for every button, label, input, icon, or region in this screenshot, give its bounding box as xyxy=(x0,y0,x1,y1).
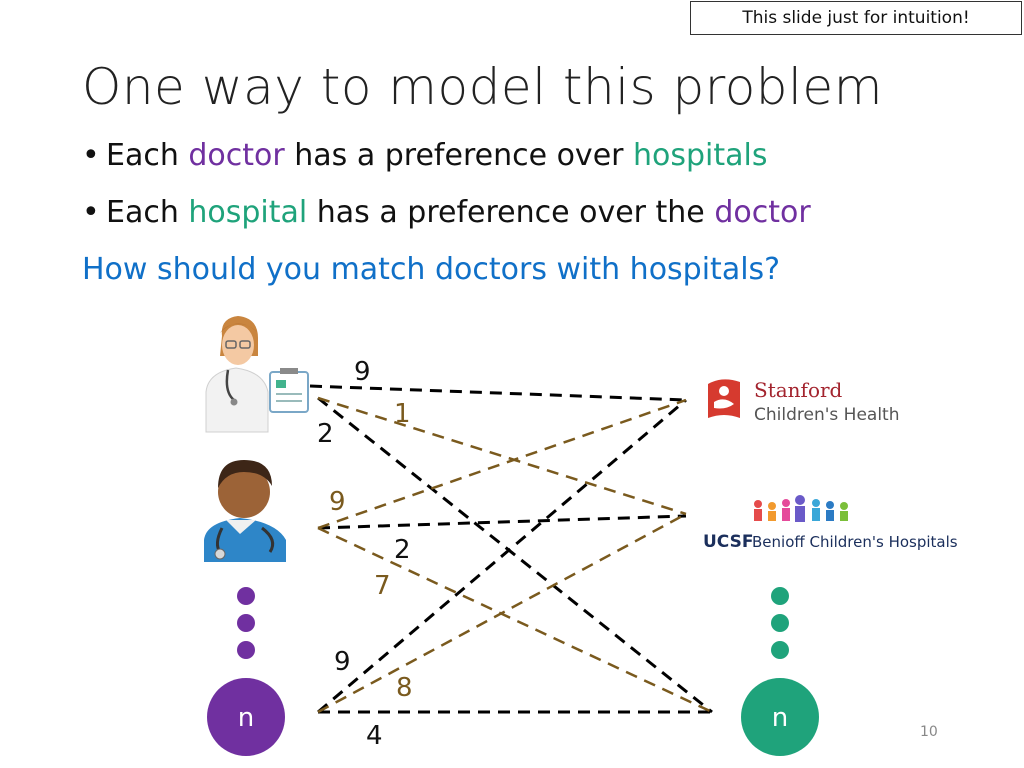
edge-d1-hn xyxy=(317,396,713,714)
male-doctor-icon xyxy=(204,460,286,562)
black-edges xyxy=(309,384,713,714)
label-d2-hn: 7 xyxy=(374,571,391,601)
stanford-logo: Stanford Children's Health xyxy=(708,378,900,425)
female-doctor-icon xyxy=(205,316,309,433)
edge-dn-h1 xyxy=(317,398,687,714)
label-d1-h2: 1 xyxy=(394,399,411,429)
bullet-text: Each xyxy=(106,138,189,173)
stanford-subtitle: Children's Health xyxy=(754,405,900,425)
label-dn-h2: 8 xyxy=(396,673,413,703)
edge-d1-h1 xyxy=(309,384,687,402)
label-d1-hn: 2 xyxy=(317,419,334,449)
bullet-dot: • xyxy=(82,195,100,230)
hospital-term: hospital xyxy=(188,195,308,230)
matching-question: How should you match doctors with hospit… xyxy=(82,252,781,287)
ucsf-name: Benioff Children's Hospitals xyxy=(752,533,958,551)
ucsf-prefix: UCSF xyxy=(703,532,753,552)
label-dn-hn: 4 xyxy=(366,721,383,751)
label-d2-h1: 9 xyxy=(329,487,346,517)
stanford-name: Stanford xyxy=(754,378,843,402)
intuition-note: This slide just for intuition! xyxy=(690,1,1022,35)
edge-d1-h2 xyxy=(317,396,687,516)
doctor-term: doctor xyxy=(714,195,811,230)
bullet-dot: • xyxy=(82,138,100,173)
doctor-term: doctor xyxy=(188,138,285,173)
slide-title: One way to model this problem xyxy=(82,58,883,116)
hospital-n-node xyxy=(741,678,819,756)
ucsf-logo: UCSF Benioff Children's Hospitals xyxy=(703,495,958,552)
brown-edges xyxy=(317,396,713,714)
edge-d2-h2 xyxy=(317,514,687,530)
children-figures-icon xyxy=(754,495,848,522)
label-d2-h2: 2 xyxy=(394,535,411,565)
slide-number: 10 xyxy=(920,724,938,740)
bullet-text: Each xyxy=(106,195,189,230)
edge-dn-h2 xyxy=(317,512,687,714)
doctor-n-node xyxy=(207,678,285,756)
hospitals-term: hospitals xyxy=(633,138,768,173)
bullet-doctor-preference: •Each doctor has a preference over hospi… xyxy=(82,138,768,173)
doctor-n-label: n xyxy=(238,703,254,733)
hospital-ellipsis xyxy=(771,587,789,659)
edge-d2-hn xyxy=(317,526,713,714)
label-dn-h1: 9 xyxy=(334,647,351,677)
edge-d2-h1 xyxy=(317,398,687,530)
bullet-text: has a preference over xyxy=(284,138,634,173)
bullet-text: has a preference over the xyxy=(307,195,715,230)
hospital-n-label: n xyxy=(772,703,788,733)
doctor-ellipsis xyxy=(237,587,255,659)
label-d1-h1: 9 xyxy=(354,357,371,387)
bullet-hospital-preference: •Each hospital has a preference over the… xyxy=(82,195,811,230)
